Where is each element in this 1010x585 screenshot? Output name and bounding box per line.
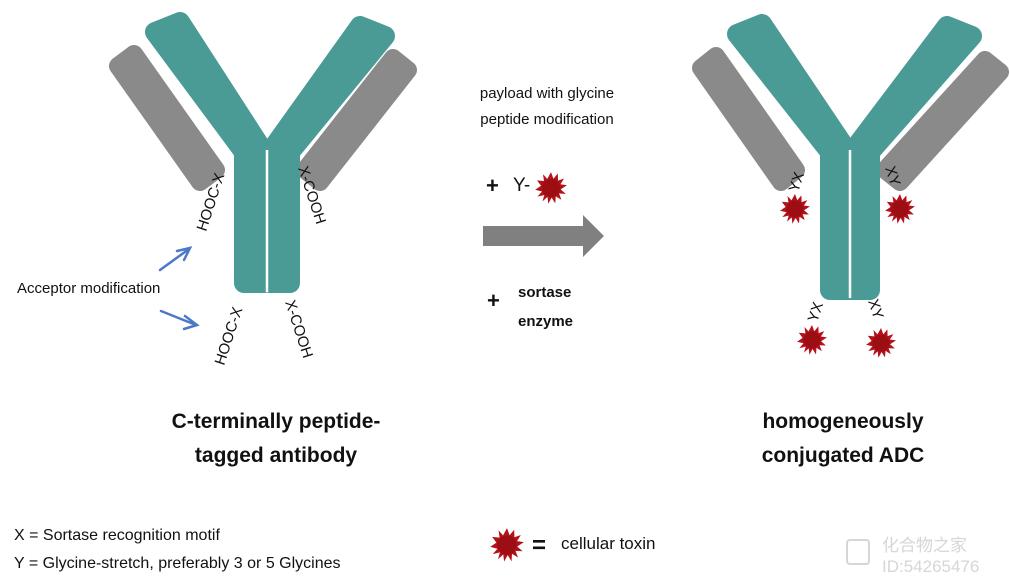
legend-equals: = [532,532,546,559]
right-light-chain-right [876,51,1009,191]
left-antibody: HOOC-X X-COOH HOOC-X X-COOH Acceptor mod… [17,12,417,467]
right-top-right-link: XY [881,164,903,188]
watermark-logo-icon [846,539,870,565]
right-heavy-chain-right [842,16,982,300]
enzyme-line1: sortase [518,284,571,301]
right-caption-line2: conjugated ADC [762,444,925,467]
left-light-chain-left [109,45,225,191]
legend-toxin-icon [490,528,524,562]
left-heavy-chain-right [260,16,395,293]
watermark: 化合物之家 ID:54265476 [846,536,979,576]
left-caption-line1: C-terminally peptide- [172,410,381,433]
payload-line2: peptide modification [480,111,613,128]
legend-x-definition: X = Sortase recognition motif [14,527,220,544]
left-caption-line2: tagged antibody [195,444,357,467]
legend-y-definition: Y = Glycine-stretch, preferably 3 or 5 G… [14,555,341,572]
reaction-arrow [483,215,604,257]
right-light-chain-left [692,47,805,191]
watermark-name: 化合物之家 [882,536,967,555]
acceptor-label: Acceptor modification [17,280,160,297]
payload-line1: payload with glycine [480,85,614,102]
left-light-chain-right [296,49,417,191]
left-bottom-left-terminal: HOOC-X [212,305,247,367]
toxin-top-right-icon [885,194,915,224]
plus-sign-2: + [487,288,500,313]
acceptor-arrow-lower [159,309,200,331]
right-bottom-right-link: XY [864,297,886,321]
acceptor-arrow-upper [158,246,193,272]
reaction-middle: payload with glycine peptide modificatio… [480,85,614,330]
toxin-bottom-left-icon [797,325,827,355]
legend-toxin-label: cellular toxin [561,534,656,553]
enzyme-line2: enzyme [518,313,573,330]
left-bottom-right-terminal: X-COOH [281,298,316,360]
watermark-id: ID:54265476 [882,557,979,576]
plus-sign-1: + [486,173,499,198]
toxin-bottom-right-icon [866,328,896,358]
toxin-top-left-icon [780,194,810,224]
right-antibody: YX XY YX XY homogeneously conjugated ADC [692,14,1009,467]
right-bottom-left-link: YX [805,300,827,324]
payload-toxin-icon [535,172,567,204]
legend: X = Sortase recognition motif Y = Glycin… [14,527,656,572]
right-caption-line1: homogeneously [762,410,923,433]
payload-prefix: Y- [513,175,530,196]
right-top-left-link: YX [786,170,808,194]
